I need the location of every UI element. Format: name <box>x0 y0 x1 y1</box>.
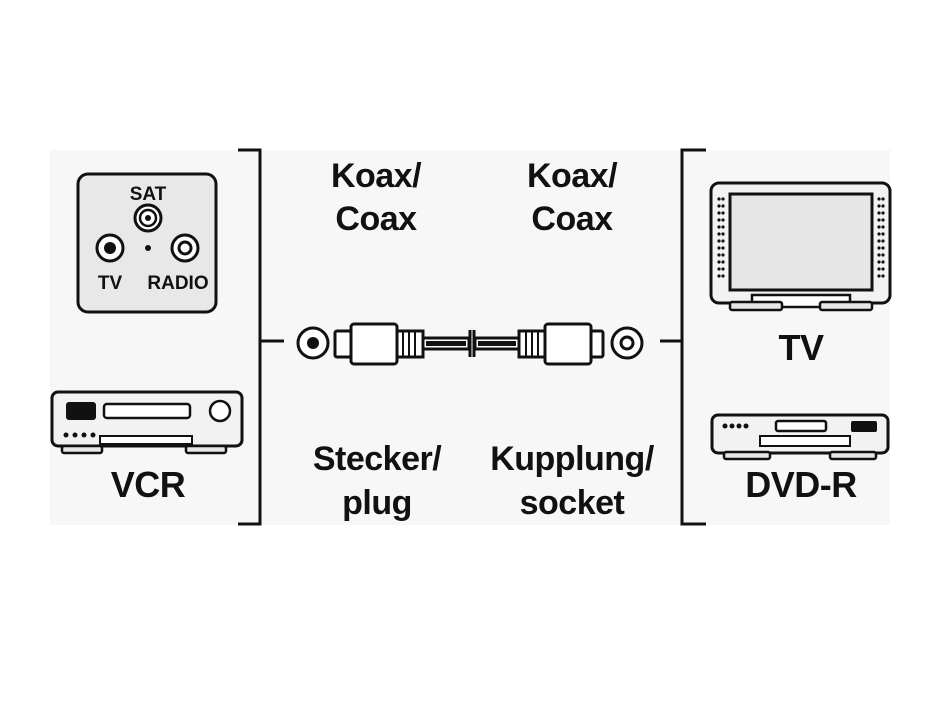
vcr-icon <box>50 390 244 455</box>
wall-socket-icon <box>76 172 218 314</box>
plug-type-line2: Coax <box>335 200 417 238</box>
coax-cable-icon <box>333 322 605 366</box>
vcr-label: VCR <box>110 464 186 505</box>
plug-end-view-icon <box>296 326 330 360</box>
dvd-recorder-icon <box>710 413 890 461</box>
radio-label: RADIO <box>147 273 209 294</box>
socket-type-line1: Koax/ <box>526 157 618 195</box>
tv-label: TV <box>778 327 824 368</box>
tv-icon <box>709 181 892 312</box>
sat-label: SAT <box>129 184 167 205</box>
socket-type-line2: Coax <box>531 200 613 238</box>
dvd-r-label: DVD-R <box>745 464 857 505</box>
plug-name-line2: plug <box>342 484 412 522</box>
plug-type-line1: Koax/ <box>330 157 422 195</box>
left-bracket <box>238 148 284 526</box>
socket-name-line1: Kupplung/ <box>490 440 654 478</box>
right-bracket <box>660 148 706 526</box>
socket-name-line2: socket <box>519 484 625 522</box>
plug-name-line1: Stecker/ <box>312 440 442 478</box>
tv-socket-label: TV <box>97 273 123 294</box>
socket-end-view-icon <box>610 326 644 360</box>
